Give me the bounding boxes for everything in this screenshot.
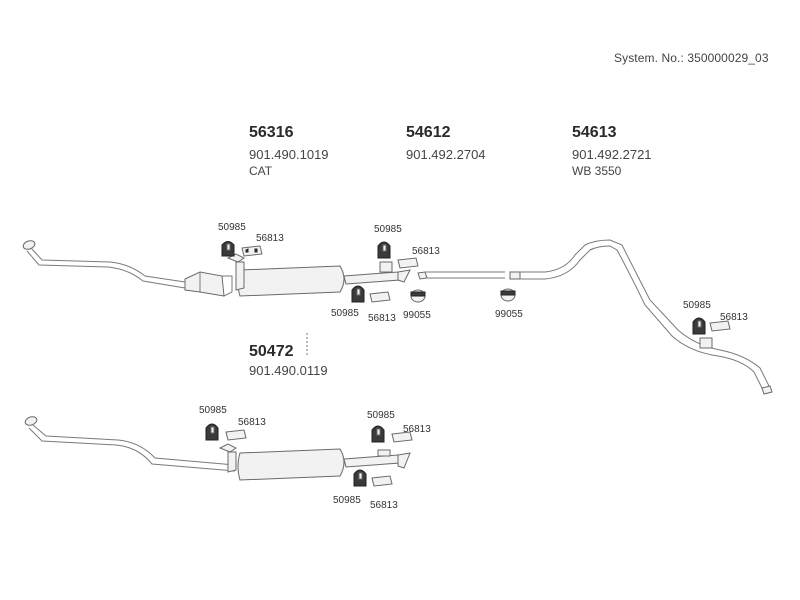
assembly-note: CAT bbox=[249, 164, 273, 178]
callout-rubber-mount: 50985 bbox=[374, 224, 402, 235]
callout-rubber-mount: 50985 bbox=[333, 495, 361, 506]
callout-clamp: 99055 bbox=[495, 309, 523, 320]
hanger-set-upper-2 bbox=[377, 241, 419, 269]
hanger-set-lower-3 bbox=[353, 469, 393, 487]
hanger-set-lower-2 bbox=[371, 425, 413, 443]
callout-rubber-mount: 50985 bbox=[331, 308, 359, 319]
callout-rubber-mount: 50985 bbox=[683, 300, 711, 311]
oe-number: 901.492.2721 bbox=[572, 147, 652, 162]
part-number: 54612 bbox=[406, 124, 451, 141]
oe-number: 901.490.1019 bbox=[249, 147, 329, 162]
system-number: System. No.: 350000029_03 bbox=[614, 51, 769, 65]
callout-rubber-mount: 50985 bbox=[199, 405, 227, 416]
catalytic-converter-56316 bbox=[184, 271, 233, 297]
hanger-set-upper-3 bbox=[351, 285, 391, 303]
part-number: 56316 bbox=[249, 124, 294, 141]
lower-exhaust-system bbox=[24, 416, 413, 487]
hanger-set-upper-1 bbox=[221, 241, 263, 257]
part-number: 50472 bbox=[249, 343, 294, 360]
callout-mount-plate: 56813 bbox=[403, 424, 431, 435]
hanger-set-lower-1 bbox=[205, 423, 247, 441]
callout-mount-plate: 56813 bbox=[238, 417, 266, 428]
upper-exhaust-system bbox=[22, 239, 773, 395]
callout-mount-plate: 56813 bbox=[412, 246, 440, 257]
middle-pipe-54613 bbox=[417, 239, 773, 395]
front-pipe-56316 bbox=[22, 240, 186, 289]
callout-mount-plate: 56813 bbox=[720, 312, 748, 323]
callout-mount-plate: 56813 bbox=[256, 233, 284, 244]
oe-number: 901.492.2704 bbox=[406, 147, 486, 162]
front-muffler-54612 bbox=[226, 253, 411, 297]
callout-rubber-mount: 50985 bbox=[218, 222, 246, 233]
callout-mount-plate: 56813 bbox=[370, 500, 398, 511]
rear-muffler-50472 bbox=[218, 443, 411, 481]
part-number: 54613 bbox=[572, 124, 617, 141]
callout-mount-plate: 56813 bbox=[368, 313, 396, 324]
callout-rubber-mount: 50985 bbox=[367, 410, 395, 421]
front-pipe-50472 bbox=[24, 416, 236, 472]
oe-number: 901.490.0119 bbox=[249, 363, 328, 378]
assembly-note: WB 3550 bbox=[572, 164, 622, 178]
hanger-set-upper-4 bbox=[692, 317, 731, 349]
clamp-upper-1 bbox=[410, 289, 426, 303]
clamp-upper-2 bbox=[500, 288, 516, 302]
callout-clamp: 99055 bbox=[403, 310, 431, 321]
